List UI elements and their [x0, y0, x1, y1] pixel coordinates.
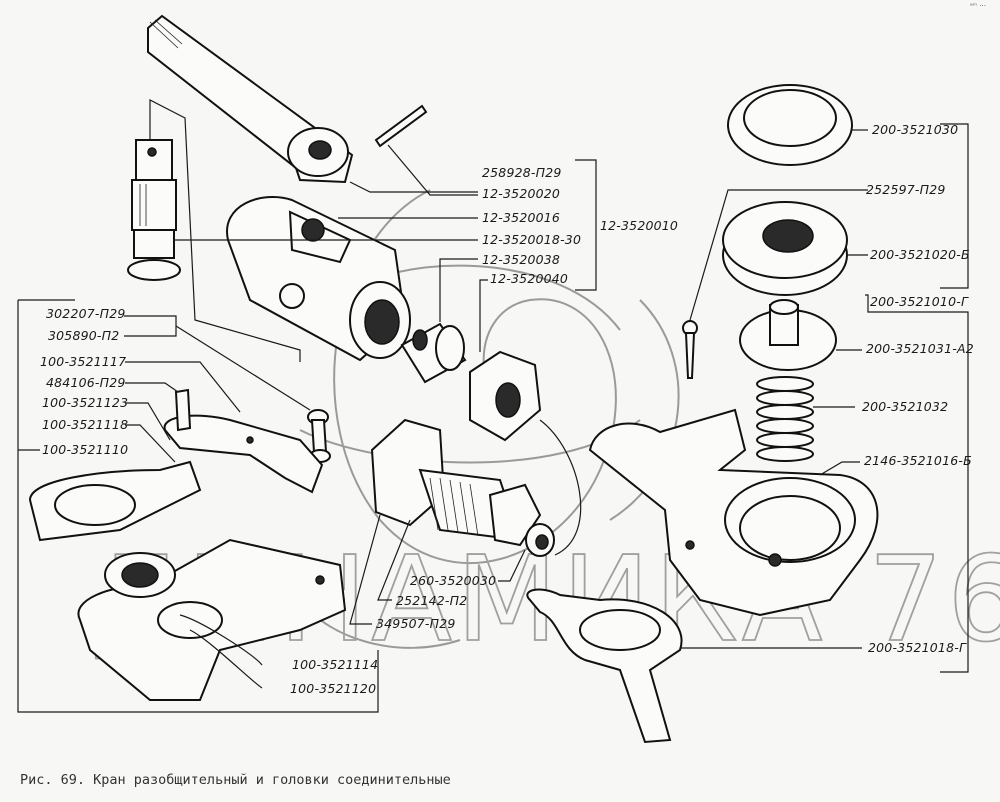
valve-handle: [147, 14, 354, 184]
part-label: 100-3521123: [42, 395, 128, 410]
head-cover: [28, 460, 202, 542]
lever-arm: [163, 414, 324, 494]
head-gasket-cover: [526, 588, 683, 744]
part-label: 200-3521020-Б: [870, 247, 970, 262]
part-label: 349507-П29: [376, 616, 456, 631]
part-label: 200-3521032: [862, 399, 948, 414]
part-label: 12-3520020: [482, 186, 560, 201]
valve-sleeve: [400, 322, 467, 384]
coupling-fitting: [370, 418, 555, 557]
group-label-head-100: 100-3521110: [42, 442, 128, 457]
valve-disc: [739, 299, 837, 371]
part-label: 100-3521118: [42, 417, 128, 432]
part-label: 12-3520038: [482, 252, 560, 267]
part-label: 12-3520018-30: [482, 232, 581, 247]
part-label: 252597-П29: [866, 182, 946, 197]
head-body-100: [77, 538, 347, 701]
part-label: 100-3521117: [40, 354, 126, 369]
part-label: 200-3521018-Г: [868, 640, 967, 655]
assembly-arrow: [539, 419, 582, 556]
valve-spindle: [127, 139, 181, 281]
group-label-valve: 12-3520010: [600, 218, 678, 233]
group-label-head-200: 200-3521010-Г: [870, 294, 969, 309]
part-label: 260-3520030: [410, 573, 496, 588]
head-body-200: [588, 408, 879, 617]
part-label: 100-3521120: [290, 681, 376, 696]
leader-lines: [17, 99, 969, 713]
part-label: 2146-3521016-Б: [864, 453, 972, 468]
spring: [756, 376, 814, 462]
part-label: 12-3520016: [482, 210, 560, 225]
figure-caption: Рис. 69. Кран разобщительный и головки с…: [20, 772, 451, 788]
pin: [174, 388, 192, 432]
part-label: 305890-П2: [48, 328, 119, 343]
lock-ring: [727, 84, 853, 166]
part-label: 200-3521031-А2: [866, 341, 974, 356]
rubber-seal: [722, 201, 848, 296]
valve-nut: [469, 350, 542, 442]
split-pin-252597: [682, 320, 698, 379]
part-label: 252142-П2: [396, 593, 467, 608]
valve-body: [226, 195, 411, 362]
part-label: 100-3521114: [292, 657, 378, 672]
part-label: 12-3520040: [490, 271, 568, 286]
part-label: 200-3521030: [872, 122, 958, 137]
part-labels: 258928-П29 12-3520020 12-3520016 12-3520…: [40, 122, 974, 696]
part-label: 258928-П29: [482, 165, 562, 180]
corner-mark: ᵃᵐ ···: [969, 2, 986, 10]
part-label: 484106-П29: [46, 375, 126, 390]
part-label: 302207-П29: [46, 306, 126, 321]
cotter-pin: [374, 104, 428, 148]
